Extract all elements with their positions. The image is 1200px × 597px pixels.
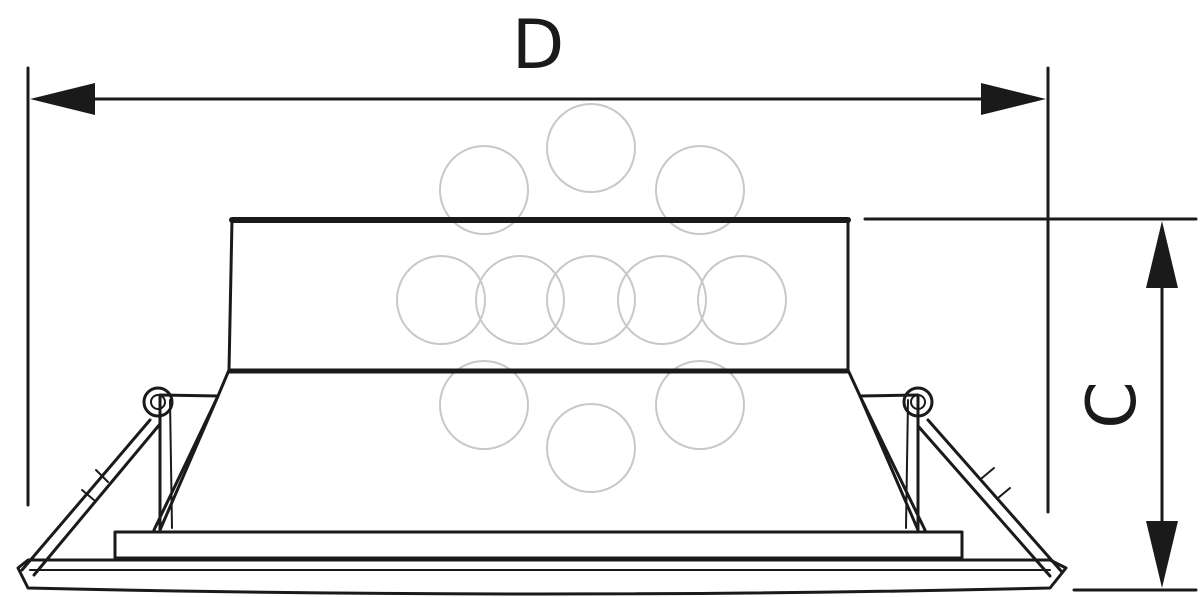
watermark-logo [396,103,787,493]
arrowhead-left-icon [30,83,95,115]
arrowhead-right-icon [981,83,1046,115]
bracket-right [858,393,920,532]
spring-clip-right [902,386,1064,578]
bezel [16,558,1068,596]
bracket-left [158,393,220,532]
dimension-d: D [26,6,1050,514]
conical-housing [152,368,927,532]
trim-ring [113,530,964,560]
spring-clip-left [20,386,174,577]
arrowhead-bottom-icon [1146,521,1178,588]
dimension-label-d: D [512,6,564,85]
arrowhead-top-icon [1146,221,1178,288]
upper-housing [227,218,850,372]
dimension-c: C [863,217,1198,592]
dimension-label-c: C [1073,381,1152,428]
downlight-fixture [16,217,1068,596]
